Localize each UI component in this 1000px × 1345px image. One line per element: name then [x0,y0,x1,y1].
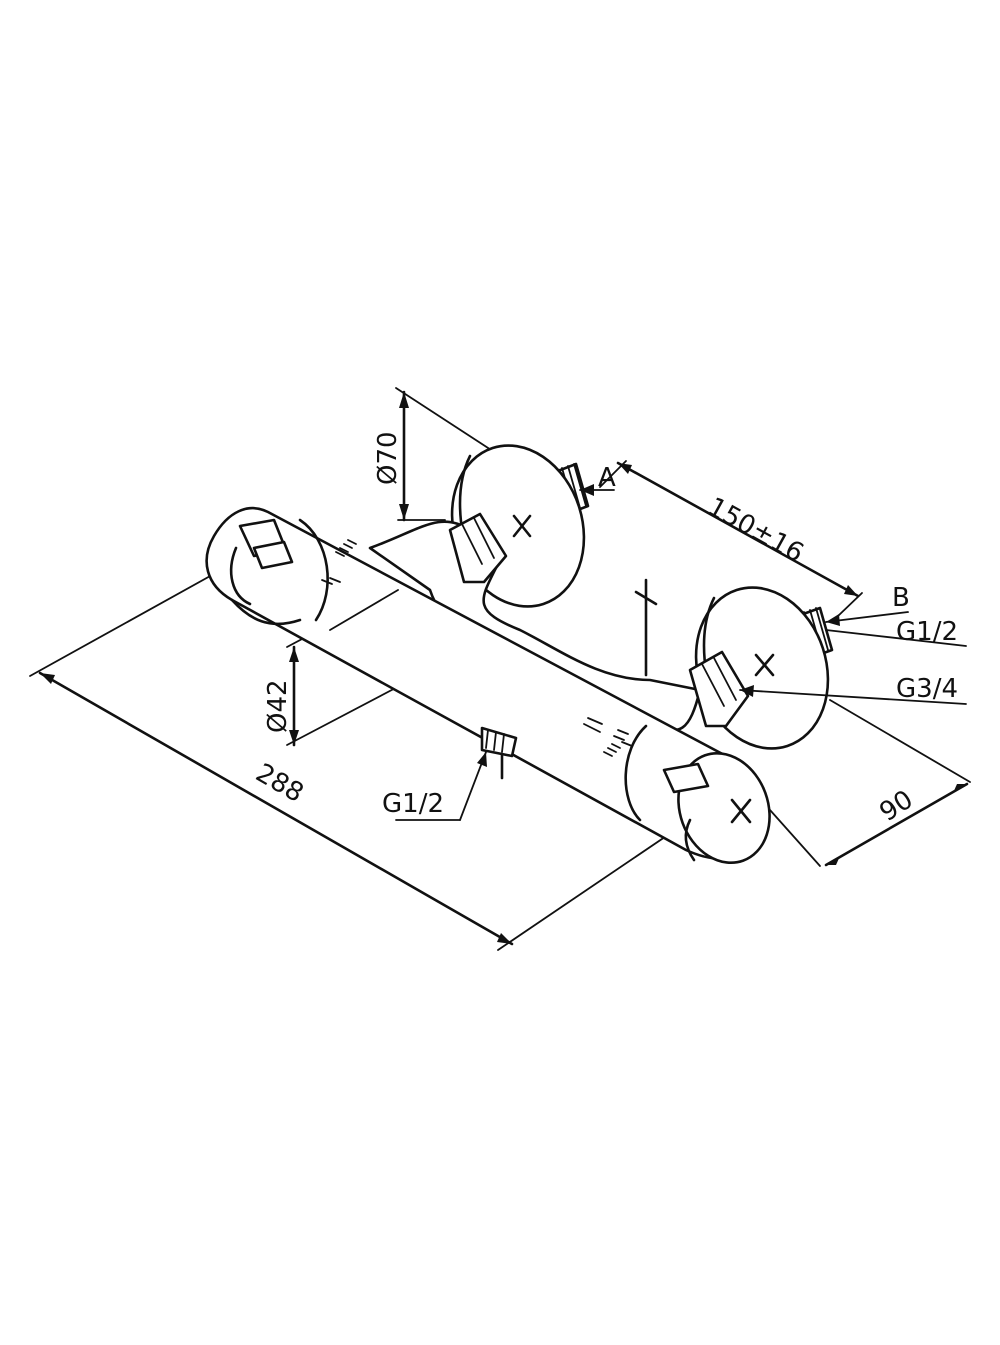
callout-a: A [579,463,616,496]
cross-mark-handle [730,798,752,824]
dim-body-diameter-label: Ø42 [263,679,293,733]
callout-outlet-thread-label: G1/2 [382,789,444,819]
callout-nut-thread-label: G3/4 [896,674,958,704]
callout-inlet-thread-label: G1/2 [896,617,958,647]
callout-nut-thread: G3/4 [739,674,967,705]
outlet [480,726,518,780]
mixer-body [205,506,771,865]
dim-escutcheon-diameter-label: Ø70 [373,431,403,485]
union-arms [368,512,750,732]
right-handle [624,724,771,865]
dim-depth-label: 90 [874,785,918,828]
dim-inlet-spacing-label: 150±16 [703,492,809,569]
cross-mark-left [512,514,532,538]
callout-b-label: B [892,583,910,613]
dim-escutcheon-diameter: Ø70 [373,387,506,522]
callout-b: B [825,583,910,626]
callout-a-label: A [598,463,616,493]
callout-inlet-thread: G1/2 [825,617,967,647]
dim-length-label: 288 [251,758,309,809]
left-handle [229,518,329,622]
callout-outlet-thread: G1/2 [382,751,487,821]
scale-marks-right [583,717,633,757]
cross-mark-right [754,653,775,677]
scale-marks-left [321,539,357,585]
centre-axis-mark [634,578,658,677]
